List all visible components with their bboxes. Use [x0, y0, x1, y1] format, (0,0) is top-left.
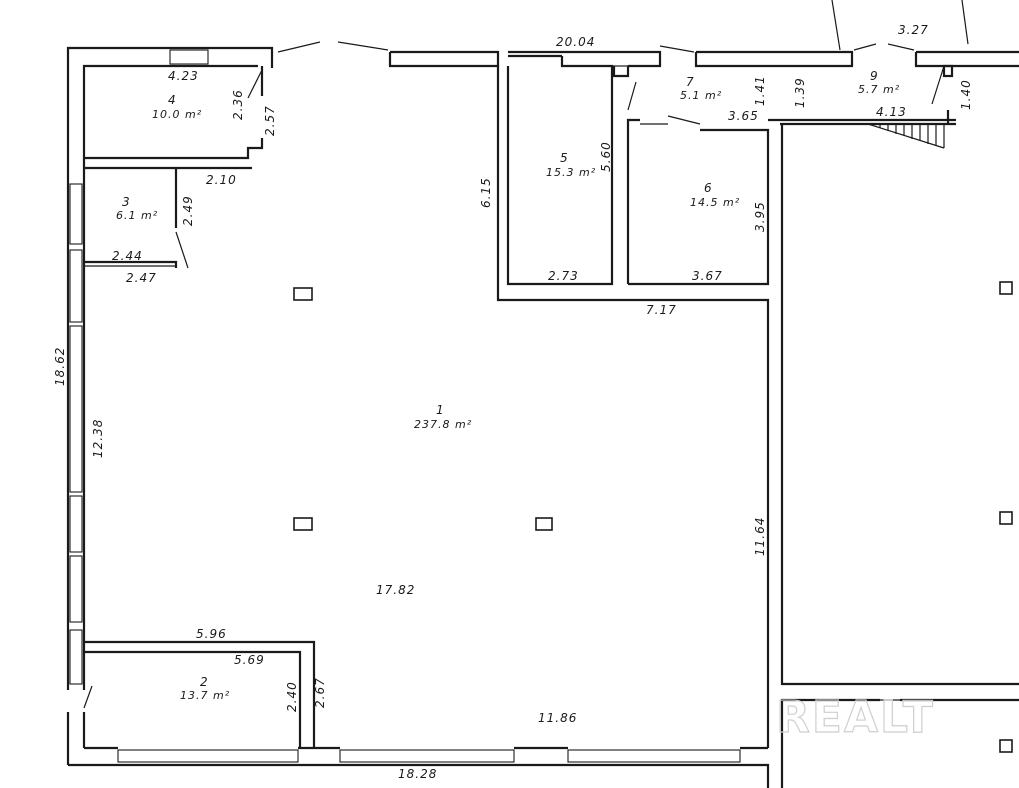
dim-label: 11.64: [753, 517, 767, 556]
columns: [293, 281, 1013, 753]
room-3-area: 6.1 m²: [116, 209, 158, 222]
dim-label: 6.15: [479, 177, 493, 208]
outer-walls: [66, 41, 1019, 788]
room-1-area: 237.8 m²: [414, 418, 472, 431]
dim-label: 5.96: [196, 627, 227, 641]
room-4-number: 4: [168, 93, 177, 107]
dim-label: 18.62: [53, 347, 67, 386]
dimension-labels: 20.04 3.27 4.23 2.36 2.57 2.10 2.49 2.44…: [53, 23, 973, 781]
room-6-number: 6: [704, 181, 713, 195]
dim-label: 7.17: [646, 303, 677, 317]
dim-label: 2.36: [231, 89, 245, 120]
dim-label: 3.27: [898, 23, 929, 37]
room-6-area: 14.5 m²: [690, 196, 740, 209]
room-7-number: 7: [686, 75, 695, 89]
dim-label: 2.57: [263, 105, 277, 136]
dim-label: 1.41: [753, 75, 767, 106]
room-2-number: 2: [200, 675, 209, 689]
room-3-number: 3: [122, 195, 131, 209]
dim-label: 2.67: [313, 677, 327, 708]
dim-label: 2.10: [206, 173, 237, 187]
dim-label: 1.40: [959, 79, 973, 110]
stairs-hatch: [867, 123, 945, 149]
room-5-area: 15.3 m²: [546, 166, 596, 179]
room-labels: 1 237.8 m² 2 13.7 m² 3 6.1 m² 4 10.0 m² …: [116, 69, 900, 702]
dim-label: 3.95: [753, 201, 767, 232]
dim-label: 4.13: [876, 105, 907, 119]
room-5-number: 5: [560, 151, 569, 165]
watermark: REALT: [776, 692, 935, 743]
room-2-area: 13.7 m²: [180, 689, 230, 702]
room-4-area: 10.0 m²: [152, 108, 202, 121]
room-7-area: 5.1 m²: [680, 89, 722, 102]
dim-label: 1.39: [793, 77, 807, 108]
dim-label: 12.38: [91, 419, 105, 458]
dim-label: 2.44: [112, 249, 143, 263]
dim-label: 4.23: [168, 69, 199, 83]
dim-label: 2.49: [181, 195, 195, 226]
dim-label: 2.40: [285, 681, 299, 712]
room-1-number: 1: [436, 403, 445, 417]
dim-label: 3.65: [728, 109, 759, 123]
dim-label: 11.86: [538, 711, 577, 725]
room-9-number: 9: [870, 69, 879, 83]
dim-label: 2.47: [126, 271, 157, 285]
dim-label: 20.04: [556, 35, 595, 49]
dim-label: 3.67: [692, 269, 723, 283]
dim-label: 18.28: [398, 767, 437, 781]
dim-label: 5.69: [234, 653, 265, 667]
interior-walls: [83, 0, 1019, 788]
dim-label: 2.73: [548, 269, 579, 283]
dim-label: 17.82: [376, 583, 415, 597]
room-9-area: 5.7 m²: [858, 83, 900, 96]
dim-label: 5.60: [599, 141, 613, 172]
